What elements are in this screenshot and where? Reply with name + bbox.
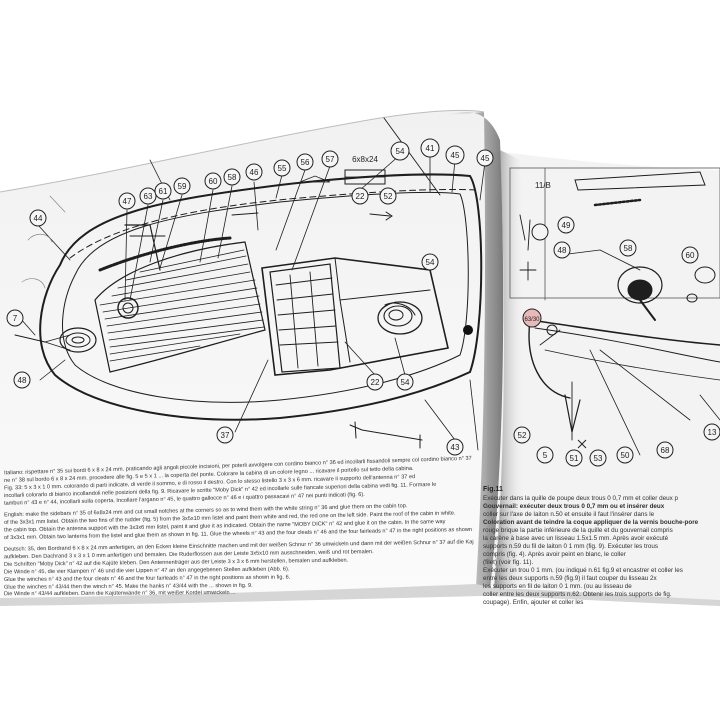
left-callouts bbox=[6, 138, 494, 456]
svg-text:58: 58 bbox=[624, 244, 633, 253]
svg-text:63/30: 63/30 bbox=[524, 317, 540, 323]
fig-label: Fig.11 bbox=[483, 486, 503, 493]
right-text-line: Gouvernail: exécuter deux trous 0 0,7 mm… bbox=[483, 503, 665, 510]
svg-text:6x8x24: 6x8x24 bbox=[352, 155, 378, 164]
svg-text:61: 61 bbox=[159, 187, 168, 196]
svg-text:45: 45 bbox=[481, 154, 490, 163]
right-text-line: Exécuter dans la quille de poupe deux tr… bbox=[483, 495, 678, 502]
svg-text:11/B: 11/B bbox=[535, 181, 551, 190]
right-text-line: coller entre les deux supports n.62. Obt… bbox=[483, 591, 672, 598]
right-callout-numbers: 11/B 49 48 58 60 63/30 52 5 51 53 50 68 … bbox=[518, 181, 717, 463]
svg-text:63: 63 bbox=[144, 192, 153, 201]
svg-text:47: 47 bbox=[123, 197, 132, 206]
svg-text:53: 53 bbox=[594, 454, 603, 463]
svg-text:13: 13 bbox=[708, 428, 717, 437]
right-text-line: les supports en fil de laiton 0 1 mm. (o… bbox=[483, 583, 632, 590]
right-text-line: Coloration avant de teindre la coque app… bbox=[483, 519, 699, 526]
svg-text:45: 45 bbox=[451, 151, 460, 160]
right-text-line: Exécuter un trou 0 1 mm. (ou indiqué n.6… bbox=[483, 567, 683, 574]
right-drawings bbox=[509, 167, 720, 456]
svg-text:7: 7 bbox=[13, 314, 18, 323]
svg-text:51: 51 bbox=[570, 454, 579, 463]
right-text-line: (filet) (voir fig. 11). bbox=[483, 559, 534, 566]
svg-text:60: 60 bbox=[686, 251, 695, 260]
spine-shadow bbox=[440, 111, 504, 590]
right-text-line: coupage). Enfin, ajouter et coller les bbox=[483, 599, 584, 606]
svg-text:60: 60 bbox=[209, 177, 218, 186]
svg-text:52: 52 bbox=[384, 192, 393, 201]
svg-text:48: 48 bbox=[558, 246, 567, 255]
svg-text:44: 44 bbox=[34, 214, 43, 223]
svg-text:41: 41 bbox=[426, 144, 435, 153]
svg-text:5: 5 bbox=[543, 451, 548, 460]
svg-text:58: 58 bbox=[228, 173, 237, 182]
svg-text:46: 46 bbox=[250, 168, 259, 177]
svg-text:68: 68 bbox=[661, 446, 670, 455]
deck-drawing bbox=[14, 117, 486, 451]
right-text-line: entre les deux supports n.59 (fig.9) il … bbox=[483, 575, 657, 582]
svg-text:49: 49 bbox=[562, 221, 571, 230]
svg-text:37: 37 bbox=[221, 431, 230, 440]
svg-text:52: 52 bbox=[518, 431, 527, 440]
svg-text:59: 59 bbox=[178, 182, 187, 191]
right-text-line: rouge brique la partie inférieure de la … bbox=[483, 527, 673, 534]
svg-text:56: 56 bbox=[301, 158, 310, 167]
svg-text:22: 22 bbox=[371, 378, 380, 387]
svg-text:48: 48 bbox=[18, 376, 27, 385]
svg-text:22: 22 bbox=[356, 192, 365, 201]
svg-text:54: 54 bbox=[396, 147, 405, 156]
right-callouts bbox=[513, 216, 720, 467]
svg-text:54: 54 bbox=[426, 258, 435, 267]
right-text-line: supports n.59 du fil de laiton 0 1 mm (f… bbox=[483, 543, 658, 550]
right-gutter-shadow bbox=[494, 150, 526, 588]
svg-text:54: 54 bbox=[401, 378, 410, 387]
left-callout-numbers: 47 63 61 59 60 58 46 55 56 57 54 41 45 4… bbox=[13, 144, 490, 452]
svg-text:55: 55 bbox=[278, 164, 287, 173]
right-text-line: la carène à base avec un lisseau 1.5x1.5… bbox=[483, 535, 669, 542]
svg-text:57: 57 bbox=[326, 155, 335, 164]
right-text-line: coller sur l'axe de laiton n.50 et ensui… bbox=[483, 511, 655, 518]
svg-text:43: 43 bbox=[451, 443, 460, 452]
svg-text:50: 50 bbox=[621, 451, 630, 460]
left-page bbox=[0, 110, 486, 598]
right-text-line: compris (fig. 4). Après avoir peint en b… bbox=[483, 551, 626, 558]
